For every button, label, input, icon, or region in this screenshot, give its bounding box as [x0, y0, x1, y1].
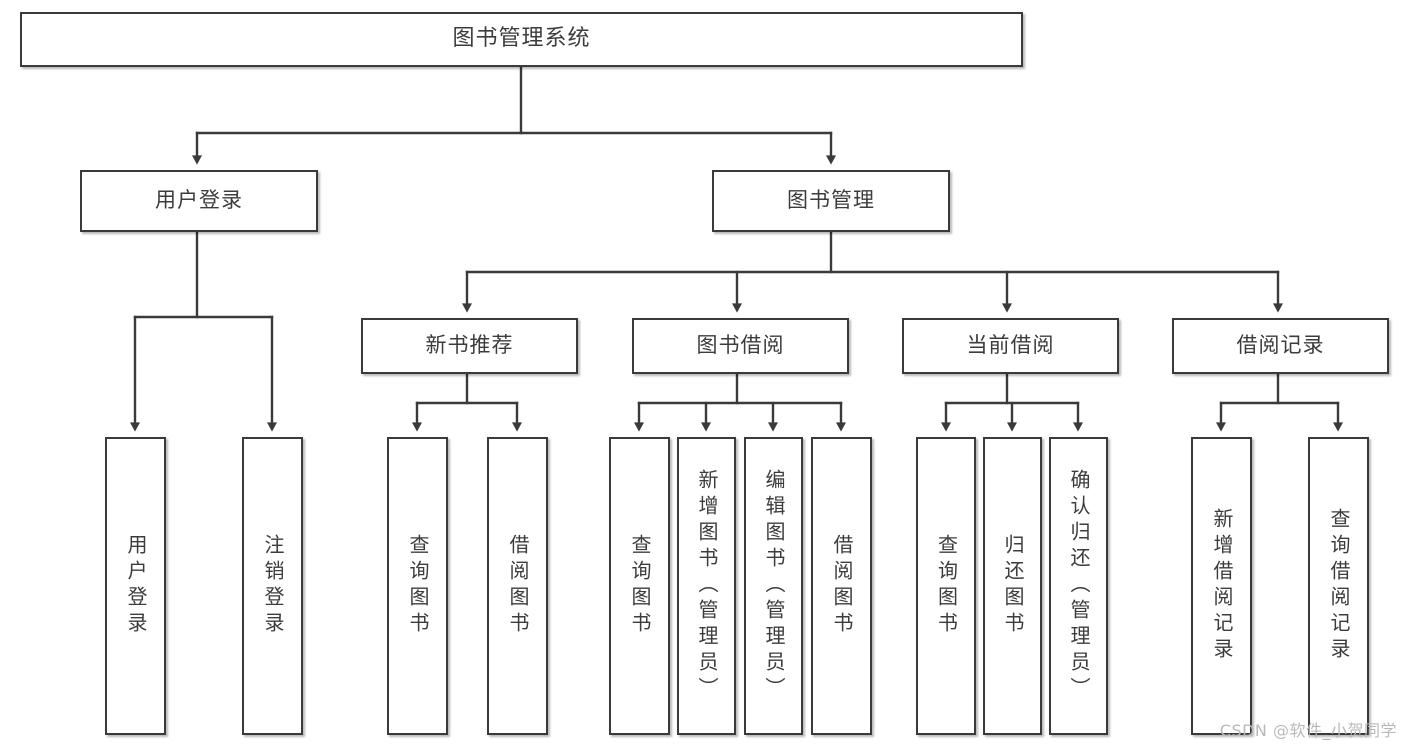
node-label: 图书借阅	[696, 333, 785, 358]
node-book-borrow[interactable]: 图书借阅	[632, 318, 849, 374]
leaf-query-record[interactable]: 查询借阅记录	[1308, 437, 1369, 735]
leaf-user-login[interactable]: 用户登录	[105, 437, 166, 735]
node-label: 新增借阅记录	[1210, 508, 1234, 664]
node-current-borrow[interactable]: 当前借阅	[902, 318, 1119, 374]
node-label: 用户登录	[124, 534, 148, 638]
leaf-borrow-book-2[interactable]: 借阅图书	[811, 437, 872, 735]
leaf-query-book-2[interactable]: 查询图书	[609, 437, 670, 735]
node-label: 借阅图书	[830, 534, 854, 638]
node-label: 查询图书	[628, 534, 652, 638]
node-borrow-record[interactable]: 借阅记录	[1172, 318, 1389, 374]
node-new-book-rec[interactable]: 新书推荐	[361, 318, 578, 374]
node-label: 借阅记录	[1236, 333, 1325, 358]
node-label: 归还图书	[1001, 534, 1025, 638]
leaf-add-record[interactable]: 新增借阅记录	[1191, 437, 1252, 735]
node-label: 图书管理	[787, 188, 875, 213]
leaf-return-book[interactable]: 归还图书	[983, 437, 1042, 735]
node-label: 当前借阅	[966, 333, 1055, 358]
leaf-edit-book[interactable]: 编辑图书（管理员）	[744, 437, 803, 735]
leaf-query-book-1[interactable]: 查询图书	[387, 437, 448, 735]
node-label: 编辑图书（管理员）	[762, 469, 786, 703]
leaf-add-book[interactable]: 新增图书（管理员）	[677, 437, 736, 735]
node-label: 查询图书	[406, 534, 430, 638]
node-label: 注销登录	[261, 534, 285, 638]
leaf-query-book-3[interactable]: 查询图书	[916, 437, 976, 735]
watermark: CSDN @软件_小贺同学	[1219, 721, 1397, 740]
node-label: 查询图书	[934, 534, 959, 638]
node-user-login[interactable]: 用户登录	[80, 170, 318, 232]
leaf-borrow-book-1[interactable]: 借阅图书	[487, 437, 548, 735]
node-label: 查询借阅记录	[1327, 508, 1351, 664]
node-label: 新书推荐	[425, 333, 514, 358]
node-label: 确认归还（管理员）	[1067, 469, 1091, 703]
leaf-confirm-return[interactable]: 确认归还（管理员）	[1049, 437, 1108, 735]
node-label: 图书管理系统	[452, 26, 591, 52]
node-book-manage[interactable]: 图书管理	[712, 170, 950, 232]
node-label: 借阅图书	[506, 534, 530, 638]
node-label: 用户登录	[155, 188, 243, 213]
leaf-user-logout[interactable]: 注销登录	[242, 437, 303, 735]
node-root-system[interactable]: 图书管理系统	[20, 12, 1023, 67]
node-label: 新增图书（管理员）	[695, 469, 719, 703]
